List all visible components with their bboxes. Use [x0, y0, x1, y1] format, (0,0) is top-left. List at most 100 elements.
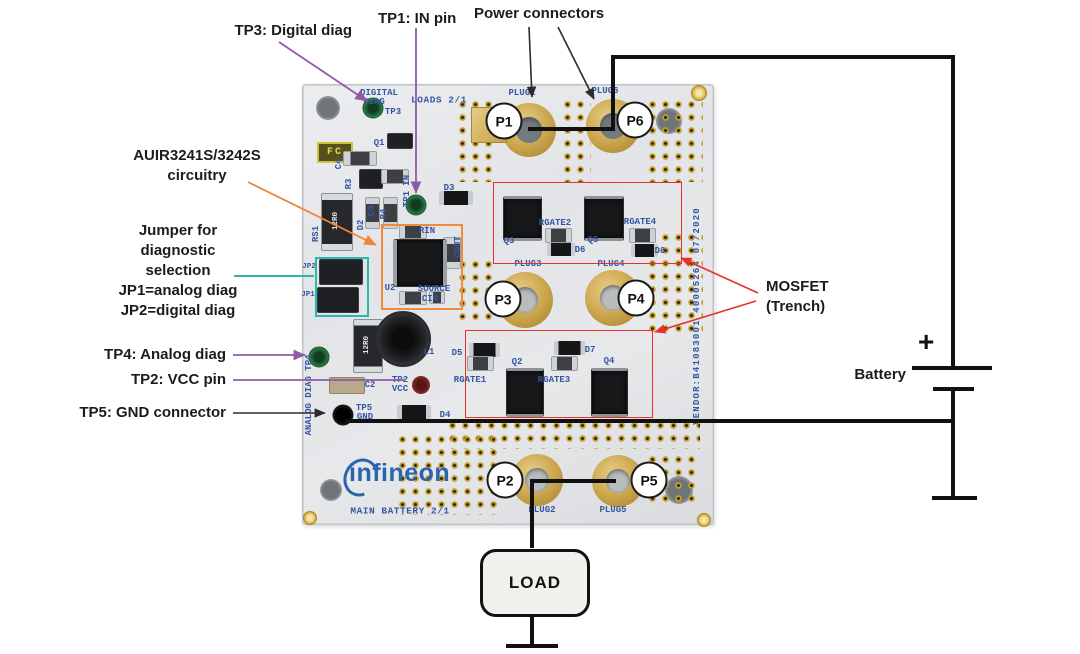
silk-label: U2 — [384, 283, 396, 293]
silk-label: RGATE4 — [623, 217, 657, 227]
label-power-connectors: Power connectors — [474, 5, 605, 22]
silk-label: VENDOR:B41083001 40005264 07/2020 — [692, 207, 702, 425]
silk-label: D6 — [574, 245, 586, 255]
battery-plus-sign: + — [918, 326, 935, 357]
plug-label-p1: P1 — [485, 102, 523, 140]
component — [359, 169, 383, 189]
silk-label: D5 — [451, 348, 463, 358]
component-d4 — [397, 405, 431, 419]
plug-label-p3: P3 — [484, 280, 522, 318]
ic-u2-auir3241s — [393, 239, 447, 287]
mounting-hole — [316, 96, 340, 120]
mosfet-q4 — [591, 368, 628, 417]
test-point-tp4 — [308, 346, 330, 368]
silk-label: C2 — [364, 380, 376, 390]
silk-label: C4 — [334, 158, 344, 170]
corner-pad — [303, 511, 317, 525]
label-tp5: TP5: GND connector — [79, 404, 226, 421]
label-tp4: TP4: Analog diag — [104, 346, 226, 363]
via-grid — [396, 433, 503, 515]
silk-label: C3 — [367, 205, 377, 217]
silk-label: TP3 — [384, 107, 402, 117]
component — [429, 291, 445, 304]
silk-label: TP5 — [355, 403, 373, 413]
test-point-tp2 — [412, 376, 430, 394]
component-rgate2 — [545, 228, 572, 243]
plug-label-p2: P2 — [486, 461, 524, 499]
component-rgate3 — [551, 356, 578, 371]
silk-label: DIGITAL — [360, 88, 398, 98]
silk-label: D4 — [439, 410, 451, 420]
mosfet-q3 — [503, 196, 542, 241]
component-d6 — [547, 243, 575, 256]
mounting-hole — [320, 479, 342, 501]
plug-label-p6: P6 — [616, 101, 654, 139]
silk-label: JP1 — [301, 291, 315, 299]
silk-label: MAIN BATTERY 2/1 — [350, 505, 450, 517]
component-c2 — [329, 377, 365, 394]
silk-label: SOURCE — [417, 284, 451, 294]
label-jumper-line5: JP2=digital diag — [120, 302, 236, 319]
via-grid — [646, 98, 703, 182]
corner-pad — [697, 513, 711, 527]
via-grid — [561, 98, 591, 182]
label-auir-line2: circuitry — [167, 167, 227, 184]
label-battery: Battery — [854, 366, 906, 383]
silk-label: PLUG5 — [599, 505, 627, 515]
label-jumper-line2: diagnostic — [140, 242, 216, 259]
silk-label: DIAG — [363, 97, 385, 107]
plug-label-p5: P5 — [630, 461, 668, 499]
label-tp3: TP3: Digital diag — [234, 22, 352, 39]
jumper-jp2 — [319, 259, 363, 285]
test-point-tp1 — [405, 194, 427, 216]
silk-label: GND — [356, 412, 374, 422]
silk-label: RIN — [418, 226, 436, 236]
plug-label-p4: P4 — [617, 279, 655, 317]
label-auir-circuitry: AUIR3241S/3242S circuitry — [115, 146, 279, 186]
silk-label: RGATE2 — [538, 218, 572, 228]
silk-label: D7 — [584, 345, 596, 355]
silk-label: Q4 — [603, 356, 615, 366]
silk-label: D2 — [356, 219, 366, 231]
silk-label: 12R0 — [332, 211, 340, 231]
infineon-logo: infineon — [336, 452, 451, 503]
load-label: LOAD — [508, 573, 562, 592]
silk-label: PLUG1 — [508, 88, 536, 98]
silk-label: Q2 — [511, 357, 523, 367]
silk-label: L1 — [423, 347, 435, 357]
infineon-logo-text: infineon — [349, 459, 451, 487]
silk-label: D3 — [443, 183, 455, 193]
jumper-jp1 — [317, 287, 359, 313]
silk-label: D8 — [654, 246, 666, 256]
silk-label: Q1 — [373, 138, 385, 148]
silk-label: RGATE3 — [537, 375, 571, 385]
label-mosfet: MOSFET (Trench) — [766, 277, 829, 317]
label-mosfet-line1: MOSFET — [766, 278, 829, 295]
silk-label: LOADS 2/1 — [411, 94, 467, 106]
load-box: LOAD — [480, 549, 590, 617]
silk-label: 12R0 — [363, 335, 371, 355]
component-d5 — [469, 343, 500, 357]
silk-label: R4 — [379, 208, 389, 220]
silk-label: TP1 IN — [402, 174, 412, 208]
silk-label: VCC — [391, 384, 409, 394]
inductor-l1 — [375, 311, 431, 367]
label-jumper-line1: Jumper for — [138, 222, 218, 239]
test-point-tp5 — [332, 404, 354, 426]
component-q1 — [387, 133, 413, 149]
mosfet-q2 — [506, 368, 544, 417]
component-r4 — [383, 197, 398, 229]
component-c4 — [343, 151, 377, 166]
silk-label: R3 — [344, 178, 354, 190]
silk-label: PLUG3 — [514, 259, 542, 269]
label-jumper: Jumper for diagnostic selection JP1=anal… — [96, 221, 260, 321]
component-rgate4 — [629, 228, 656, 243]
test-point-tp3 — [362, 97, 384, 119]
silk-label: Q3 — [503, 236, 515, 246]
component-d7 — [554, 341, 585, 355]
silk-label: PLUG6 — [591, 86, 619, 96]
component-d3 — [439, 191, 473, 205]
label-auir-line1: AUIR3241S/3242S — [133, 147, 261, 164]
silk-label: COUT — [453, 236, 463, 258]
